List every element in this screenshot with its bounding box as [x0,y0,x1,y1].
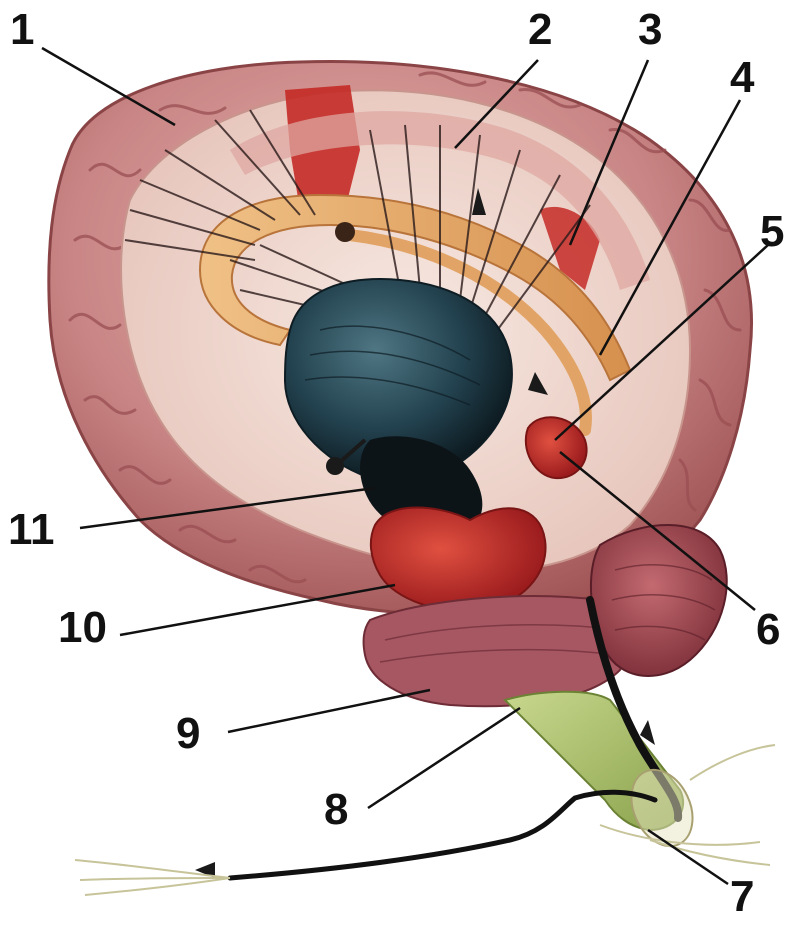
label-2: 2 [528,8,552,52]
pituitary [326,457,344,475]
anterior-commissure [335,222,355,242]
label-6: 6 [756,608,780,652]
label-10: 10 [58,606,107,650]
label-1: 1 [10,8,34,52]
cerebellum [591,525,727,676]
label-7: 7 [730,875,754,919]
leader-line-9 [228,690,430,732]
leader-line-10 [120,585,395,635]
peripheral-nerve [230,792,655,878]
leader-line-8 [368,708,520,808]
label-4: 4 [730,56,754,100]
label-9: 9 [176,712,200,756]
label-3: 3 [638,8,662,52]
label-8: 8 [324,788,348,832]
label-5: 5 [760,210,784,254]
label-11: 11 [8,508,55,552]
